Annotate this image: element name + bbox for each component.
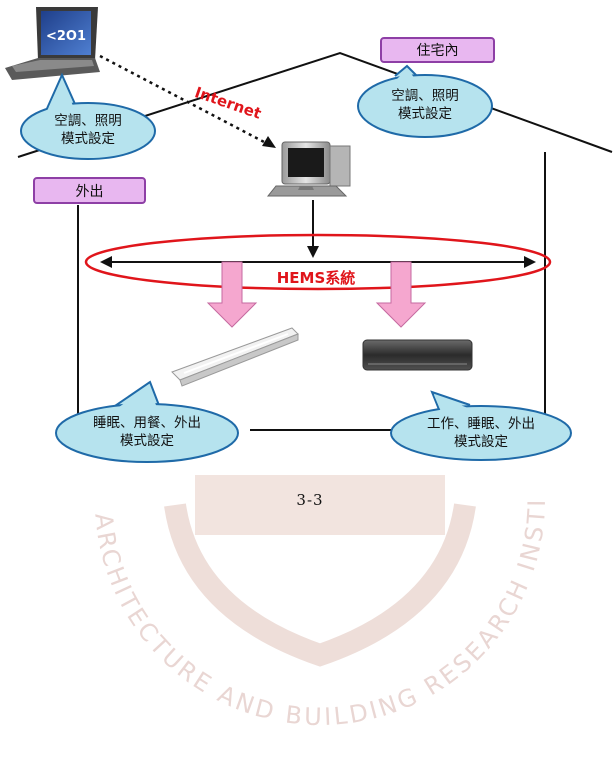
bubble-light-text: 睡眠、用餐、外出 模式設定	[70, 410, 224, 454]
fluorescent-light-icon	[172, 328, 298, 386]
bubble-remote-text: 空調、照明 模式設定	[30, 108, 146, 152]
bubble-aircon-text: 工作、睡眠、外出 模式設定	[402, 411, 560, 455]
hems-label: HEMS系統	[255, 266, 377, 288]
desktop-computer-icon	[268, 142, 350, 196]
indoor-tag: 住宅內	[380, 37, 495, 63]
air-conditioner-icon	[363, 340, 472, 370]
outdoor-tag: 外出	[33, 177, 146, 204]
hems-arrowhead-left	[100, 256, 112, 268]
figure-caption: 3-3	[160, 488, 460, 512]
laptop-icon: <2O1	[5, 7, 100, 80]
internet-link-arrowhead	[262, 136, 276, 148]
svg-text:<2O1: <2O1	[46, 29, 86, 44]
pc-to-hems-arrowhead	[307, 246, 319, 258]
bubble-indoor-text: 空調、照明 模式設定	[365, 82, 485, 128]
hems-arrowhead-right	[524, 256, 536, 268]
pink-arrow-left	[208, 262, 256, 327]
pink-arrow-right	[377, 262, 425, 327]
